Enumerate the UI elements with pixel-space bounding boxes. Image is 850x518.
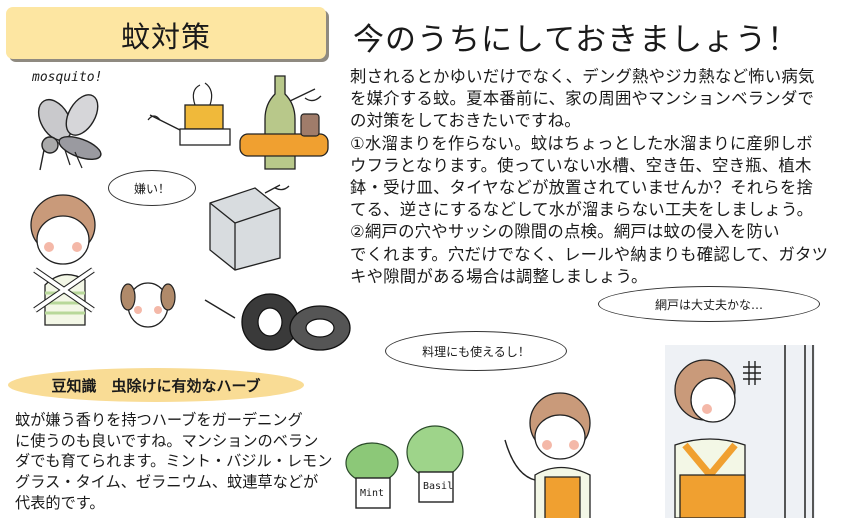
body-line: キや隙間がある場合は調整しましょう。 <box>350 266 648 286</box>
mint-label: Mint <box>360 488 385 499</box>
body-text: 刺されるとかゆいだけでなく、デング熱やジカ熱など怖い病気 を媒介する蚊。夏本番前… <box>350 66 840 288</box>
flowerpot-icon <box>147 82 231 146</box>
dog-illustration <box>120 282 176 328</box>
speech-bubble-text: 網戸は大丈夫かな… <box>654 297 763 312</box>
body-line: の対策をしておきたいですね。 <box>350 111 581 131</box>
body-line: てる、逆さにするなどして水が溜まらない工夫をしましょう。 <box>350 200 814 220</box>
headline: 今のうちにしておきましょう！ <box>353 22 800 58</box>
tip-line: グラス・タイム、ゼラニウム、蚊連草などが <box>15 473 319 492</box>
tires-icon <box>204 293 351 351</box>
tip-line: 蚊が嫌う香りを持つハーブをガーデニング <box>15 411 303 429</box>
mosquito-icon <box>37 94 102 171</box>
girl-checking-screen-illustration <box>665 345 815 518</box>
concrete-block-icon <box>209 184 290 271</box>
body-line: ウフラとなります。使っていない水槽、空き缶、空き瓶、植木 <box>350 155 812 175</box>
basil-plant-icon <box>406 425 464 503</box>
tip-line: ダでも育てられます。ミント・バジル・レモン <box>15 452 333 471</box>
tip-heading: 豆知識 虫除けに有効なハーブ <box>8 368 304 402</box>
section-title: 蚊対策 <box>120 20 211 54</box>
tip-heading-text: 豆知識 虫除けに有効なハーブ <box>51 376 261 395</box>
speech-bubble-screen: 網戸は大丈夫かな… <box>598 286 820 322</box>
body-line: を媒介する蚊。夏本番前に、家の周囲やマンションベランダで <box>350 89 815 109</box>
section-title-box: 蚊対策 <box>6 7 326 59</box>
bottles-icon <box>239 75 329 170</box>
tip-text: 蚊が嫌う香りを持つハーブをガーデニング に使うのも良いですね。マンションのベラン… <box>15 410 335 514</box>
speech-bubble-cooking: 料理にも使えるし！ <box>385 331 567 371</box>
girl-waving-illustration <box>504 392 591 518</box>
girl-disgusted-illustration <box>30 194 96 326</box>
mint-plant-icon <box>345 442 399 509</box>
tip-line: に使うのも良いですね。マンションのベラン <box>15 431 319 450</box>
body-line: ②網戸の穴やサッシの隙間の点検。網戸は蚊の侵入を防い <box>350 222 780 242</box>
mosquito-illustration: mosquito! <box>10 70 120 171</box>
speech-bubble-dislike: 嫌い！ <box>108 170 196 206</box>
body-line: 刺されるとかゆいだけでなく、デング熱やジカ熱など怖い病気 <box>350 67 815 86</box>
body-line: 鉢・受け皿、タイヤなどが放置されていませんか？それらを捨 <box>350 178 814 198</box>
body-line: でくれます。穴だけでなく、レールや納まりも確認して、ガタツ <box>350 244 829 264</box>
speech-bubble-text: 料理にも使えるし！ <box>422 344 530 359</box>
tip-line: 代表的です。 <box>15 493 105 512</box>
body-line: ①水溜まりを作らない。蚊はちょっとした水溜まりに産卵しボ <box>350 133 813 153</box>
speech-bubble-text: 嫌い！ <box>133 181 170 196</box>
basil-label: Basil <box>423 481 454 492</box>
mosquito-label: mosquito! <box>32 70 103 85</box>
